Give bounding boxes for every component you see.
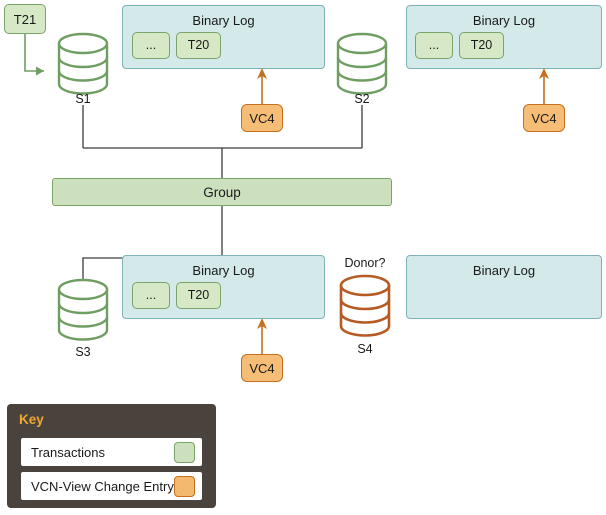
incoming-transaction-t21: T21 <box>4 4 46 34</box>
binary-log-s2-entry-1: T20 <box>459 32 504 59</box>
binary-log-s1-entry-1: T20 <box>176 32 221 59</box>
group-bar-label: Group <box>203 184 241 200</box>
binary-log-s4: Binary Log <box>406 255 602 319</box>
binary-log-s1-title: Binary Log <box>192 13 255 28</box>
binary-log-s2-title: Binary Log <box>472 13 536 28</box>
view-change-s1: VC4 <box>241 104 283 132</box>
binary-log-s3-entry-1: T20 <box>176 282 221 309</box>
server-s2-label: S2 <box>354 92 370 106</box>
view-change-s3: VC4 <box>241 354 283 382</box>
binary-log-s4-title: Binary Log <box>472 263 536 278</box>
key-legend-item-transactions-label: Transactions <box>31 444 105 460</box>
binary-log-s1-entry-1-label: T20 <box>187 38 210 53</box>
view-change-s2: VC4 <box>523 104 565 132</box>
server-s1-label: S1 <box>75 92 91 106</box>
key-swatch-vcn <box>174 475 195 497</box>
key-legend-item-vcn: VCN-View Change Entry <box>21 472 202 500</box>
binary-log-s3-title: Binary Log <box>192 263 255 278</box>
binary-log-s3-entry-0-label: ... <box>145 288 157 303</box>
group-bar: Group <box>52 178 392 206</box>
key-legend-item-transactions: Transactions <box>21 438 202 466</box>
binary-log-s2-entry-1-label: T20 <box>470 38 493 53</box>
binary-log-s3-entry-0: ... <box>132 282 170 309</box>
binary-log-s2-entry-0: ... <box>415 32 453 59</box>
binary-log-s2-entry-0-label: ... <box>428 38 440 53</box>
binary-log-s1-entry-0: ... <box>132 32 170 59</box>
server-s4-annotation: Donor? <box>344 256 386 270</box>
server-s4-label: S4 <box>357 342 373 356</box>
key-legend-item-vcn-label: VCN-View Change Entry <box>31 478 174 494</box>
view-change-s3-label: VC4 <box>249 360 275 376</box>
view-change-s2-label: VC4 <box>531 110 557 126</box>
binary-log-s3-entry-1-label: T20 <box>187 288 210 303</box>
key-legend-title: Key <box>19 412 44 427</box>
key-swatch-transactions <box>174 441 195 463</box>
incoming-transaction-label: T21 <box>13 11 37 27</box>
binary-log-s1-entry-0-label: ... <box>145 38 157 53</box>
server-s3-label: S3 <box>75 345 91 359</box>
view-change-s1-label: VC4 <box>249 110 275 126</box>
